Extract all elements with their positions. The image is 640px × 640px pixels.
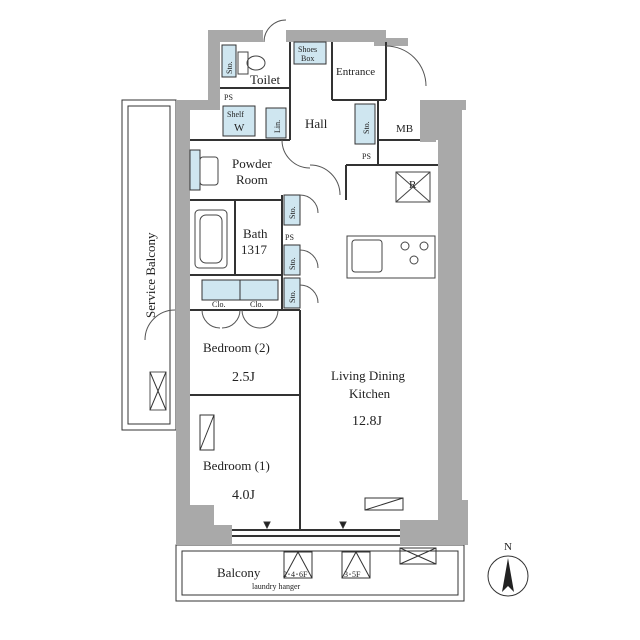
closet-label: Clo.	[250, 300, 264, 309]
storage-door-arc	[299, 284, 319, 304]
bath-storage	[283, 194, 301, 226]
shelf-label: Shelf	[227, 110, 244, 119]
storage-door-arc	[299, 194, 319, 214]
hanger-floors-label: 2･4･6F	[283, 570, 308, 579]
compass-label: N	[504, 541, 512, 553]
washbasin	[199, 156, 219, 186]
hall-door-arc	[309, 164, 341, 196]
linen-storage	[265, 107, 287, 139]
powder-door-arc	[281, 139, 311, 169]
window-marks	[199, 414, 404, 530]
shoes-box-label: Box	[301, 54, 314, 63]
north-arrow-icon	[502, 558, 514, 592]
refrigerator-space	[395, 171, 431, 203]
service-door-arc	[144, 309, 176, 341]
bedroom-1-size: 4.0J	[232, 488, 256, 503]
washer-label: W	[234, 122, 245, 134]
balcony-area	[175, 544, 465, 602]
closet-door-arc	[221, 309, 241, 329]
room-label-hall: Hall	[305, 116, 328, 131]
burner-icon	[400, 241, 410, 251]
storage-label: Sto.	[288, 257, 297, 270]
storage-label: Sto.	[288, 290, 297, 303]
burner-icon	[419, 241, 429, 251]
storage-door-arc	[299, 249, 319, 269]
pipe-space-label: PS	[224, 93, 233, 102]
closet-right	[239, 279, 279, 301]
room-label-toilet: Toilet	[250, 72, 281, 87]
washer-shelf	[222, 105, 256, 137]
mb-label: MB	[396, 123, 413, 135]
ldk-size: 12.8J	[352, 414, 383, 429]
bath-size-label: 1317	[241, 242, 268, 257]
room-label-ldk: Kitchen	[349, 386, 391, 401]
bathtub	[194, 209, 228, 269]
room-label-powder-room: Powder	[232, 156, 272, 171]
shoes-box-label: Shoes	[298, 45, 317, 54]
room-label-powder-room: Room	[236, 172, 268, 187]
room-label-bedroom-1: Bedroom (1)	[203, 458, 270, 473]
powder-room-shelf	[189, 149, 201, 191]
toilet-storage	[221, 44, 237, 78]
room-label-entrance: Entrance	[336, 66, 375, 78]
room-label-ldk: Living Dining	[331, 368, 406, 383]
bedroom-2-size: 2.5J	[232, 370, 256, 385]
room-label-service-balcony: Service Balcony	[143, 232, 158, 318]
linen-label: Lin.	[273, 120, 282, 133]
closet-left	[201, 279, 241, 301]
kitchen-counter	[346, 235, 436, 279]
room-label-balcony: Balcony	[217, 565, 261, 580]
interior-walls	[190, 42, 438, 537]
hanger-floors-label: 3･5F	[344, 570, 361, 579]
entry-door-arc	[263, 19, 287, 43]
closet-door-arc	[259, 309, 279, 329]
closet-label: Clo.	[212, 300, 226, 309]
storage-label: Sto.	[362, 121, 371, 134]
walls	[176, 30, 468, 545]
burner-icon	[409, 255, 419, 265]
pipe-space-label: PS	[285, 233, 294, 242]
laundry-hangers	[283, 547, 437, 579]
closet-door-arc	[201, 309, 221, 329]
storage-areas	[189, 41, 376, 309]
toilet-fixture	[237, 51, 266, 75]
closet-door-arc	[241, 309, 261, 329]
shoes-box	[293, 41, 327, 65]
doors	[144, 19, 427, 341]
refrigerator-label: R	[409, 179, 417, 191]
room-label-bedroom-2: Bedroom (2)	[203, 340, 270, 355]
laundry-hanger-label: laundry hanger	[252, 582, 301, 591]
hall-storage	[354, 103, 376, 145]
storage-label: Sto.	[225, 61, 234, 74]
lower-storage-a	[283, 244, 301, 276]
room-label-bath: Bath	[243, 226, 268, 241]
north-compass	[487, 555, 529, 597]
storage-label: Sto.	[288, 206, 297, 219]
lower-storage-b	[283, 277, 301, 309]
pipe-space-label: PS	[362, 152, 371, 161]
entrance-door-arc	[385, 45, 427, 87]
